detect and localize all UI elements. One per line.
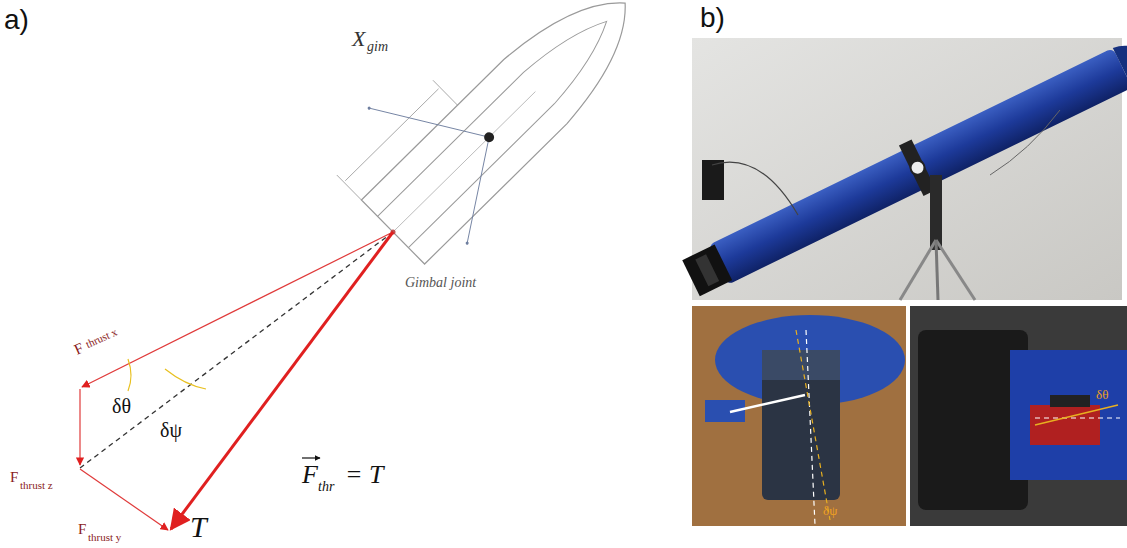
force-label: F bbox=[78, 522, 86, 537]
joint-label: Gimbal joint bbox=[405, 276, 476, 290]
rocket-outline bbox=[318, 0, 668, 276]
force-label: F bbox=[72, 341, 86, 358]
force-subscript: thrust x bbox=[84, 326, 119, 350]
thrust-y-vector bbox=[80, 469, 168, 530]
thrust-label: T bbox=[190, 512, 207, 542]
equation-subscript: thr bbox=[318, 480, 334, 494]
thrust-vector bbox=[171, 232, 393, 529]
thrust-x-vector bbox=[82, 232, 393, 387]
dimension-label: X bbox=[352, 28, 365, 50]
equation-term: F bbox=[302, 462, 318, 488]
force-subscript: thrust z bbox=[20, 480, 53, 491]
force-subscript: thrust y bbox=[88, 532, 121, 543]
thrust-z-vector bbox=[79, 389, 80, 465]
photo-yaw-gimbal bbox=[692, 306, 906, 526]
angle-label: δψ bbox=[160, 420, 182, 440]
thrust-axis bbox=[80, 232, 393, 468]
angle-label: δθ bbox=[1096, 388, 1108, 401]
photo-pitch-gimbal bbox=[910, 306, 1127, 526]
force-label: F bbox=[10, 470, 18, 485]
vector-arrow bbox=[302, 457, 320, 458]
angle-arc bbox=[128, 359, 131, 391]
dimension-subscript: gim bbox=[367, 40, 388, 54]
panel-label: b) bbox=[700, 4, 725, 32]
angle-label: δθ bbox=[112, 396, 131, 416]
equation-term: = T bbox=[345, 462, 384, 488]
photo-test-rig bbox=[679, 30, 1127, 303]
angle-arc bbox=[165, 369, 206, 389]
panel-label: a) bbox=[4, 6, 29, 34]
angle-label: δψ bbox=[823, 504, 837, 517]
